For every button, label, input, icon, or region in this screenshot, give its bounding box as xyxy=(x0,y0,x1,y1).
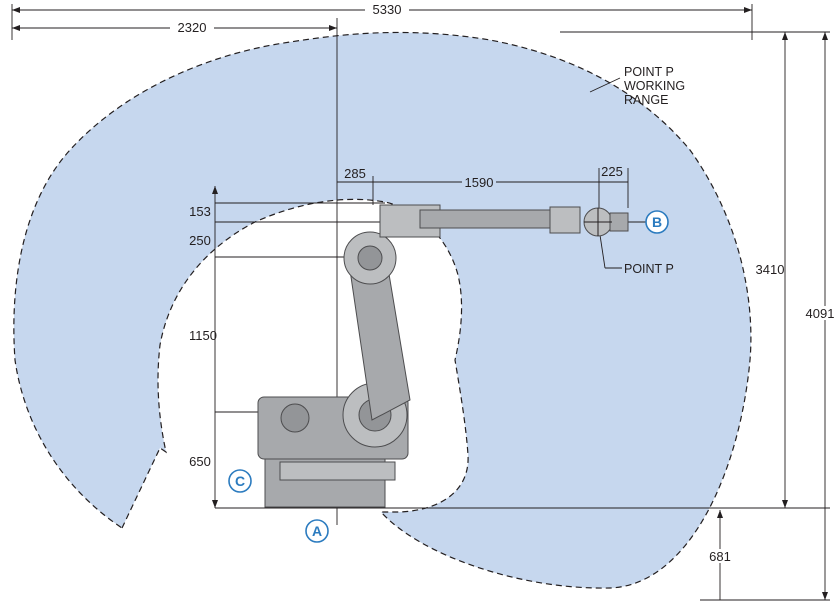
dim-153: 153 xyxy=(189,204,211,219)
working-range-label-line1: POINT P xyxy=(624,65,674,79)
marker-b-label: B xyxy=(652,214,662,230)
dim-681: 681 xyxy=(709,549,731,564)
robot-forearm xyxy=(419,209,561,229)
robot-base-top xyxy=(279,461,396,481)
marker-b: B xyxy=(645,210,669,234)
dim-1590: 1590 xyxy=(465,175,494,190)
working-range-area xyxy=(13,31,752,589)
dim-225: 225 xyxy=(601,164,623,179)
dimension-arrows xyxy=(12,7,828,600)
marker-a-label: A xyxy=(312,523,322,539)
working-range-label: POINT P WORKING RANGE xyxy=(624,65,685,107)
dim-1150: 1150 xyxy=(189,328,217,343)
marker-c: C xyxy=(228,469,252,493)
dim-5330: 5330 xyxy=(373,2,402,17)
robot-wrist-housing xyxy=(549,206,581,234)
marker-a: A xyxy=(305,519,329,543)
point-p-marker xyxy=(584,208,612,236)
robot-arm xyxy=(257,204,629,508)
dim-250: 250 xyxy=(189,233,211,248)
dim-3410: 3410 xyxy=(756,262,785,277)
dim-2320: 2320 xyxy=(178,20,207,35)
marker-c-label: C xyxy=(235,473,245,489)
dim-4091: 4091 xyxy=(806,306,835,321)
dim-650: 650 xyxy=(189,454,211,469)
point-p-label: POINT P xyxy=(624,262,674,276)
dim-285: 285 xyxy=(344,166,366,181)
working-range-label-line3: RANGE xyxy=(624,93,668,107)
working-range-label-line2: WORKING xyxy=(624,79,685,93)
robot-counterweight xyxy=(280,403,310,433)
